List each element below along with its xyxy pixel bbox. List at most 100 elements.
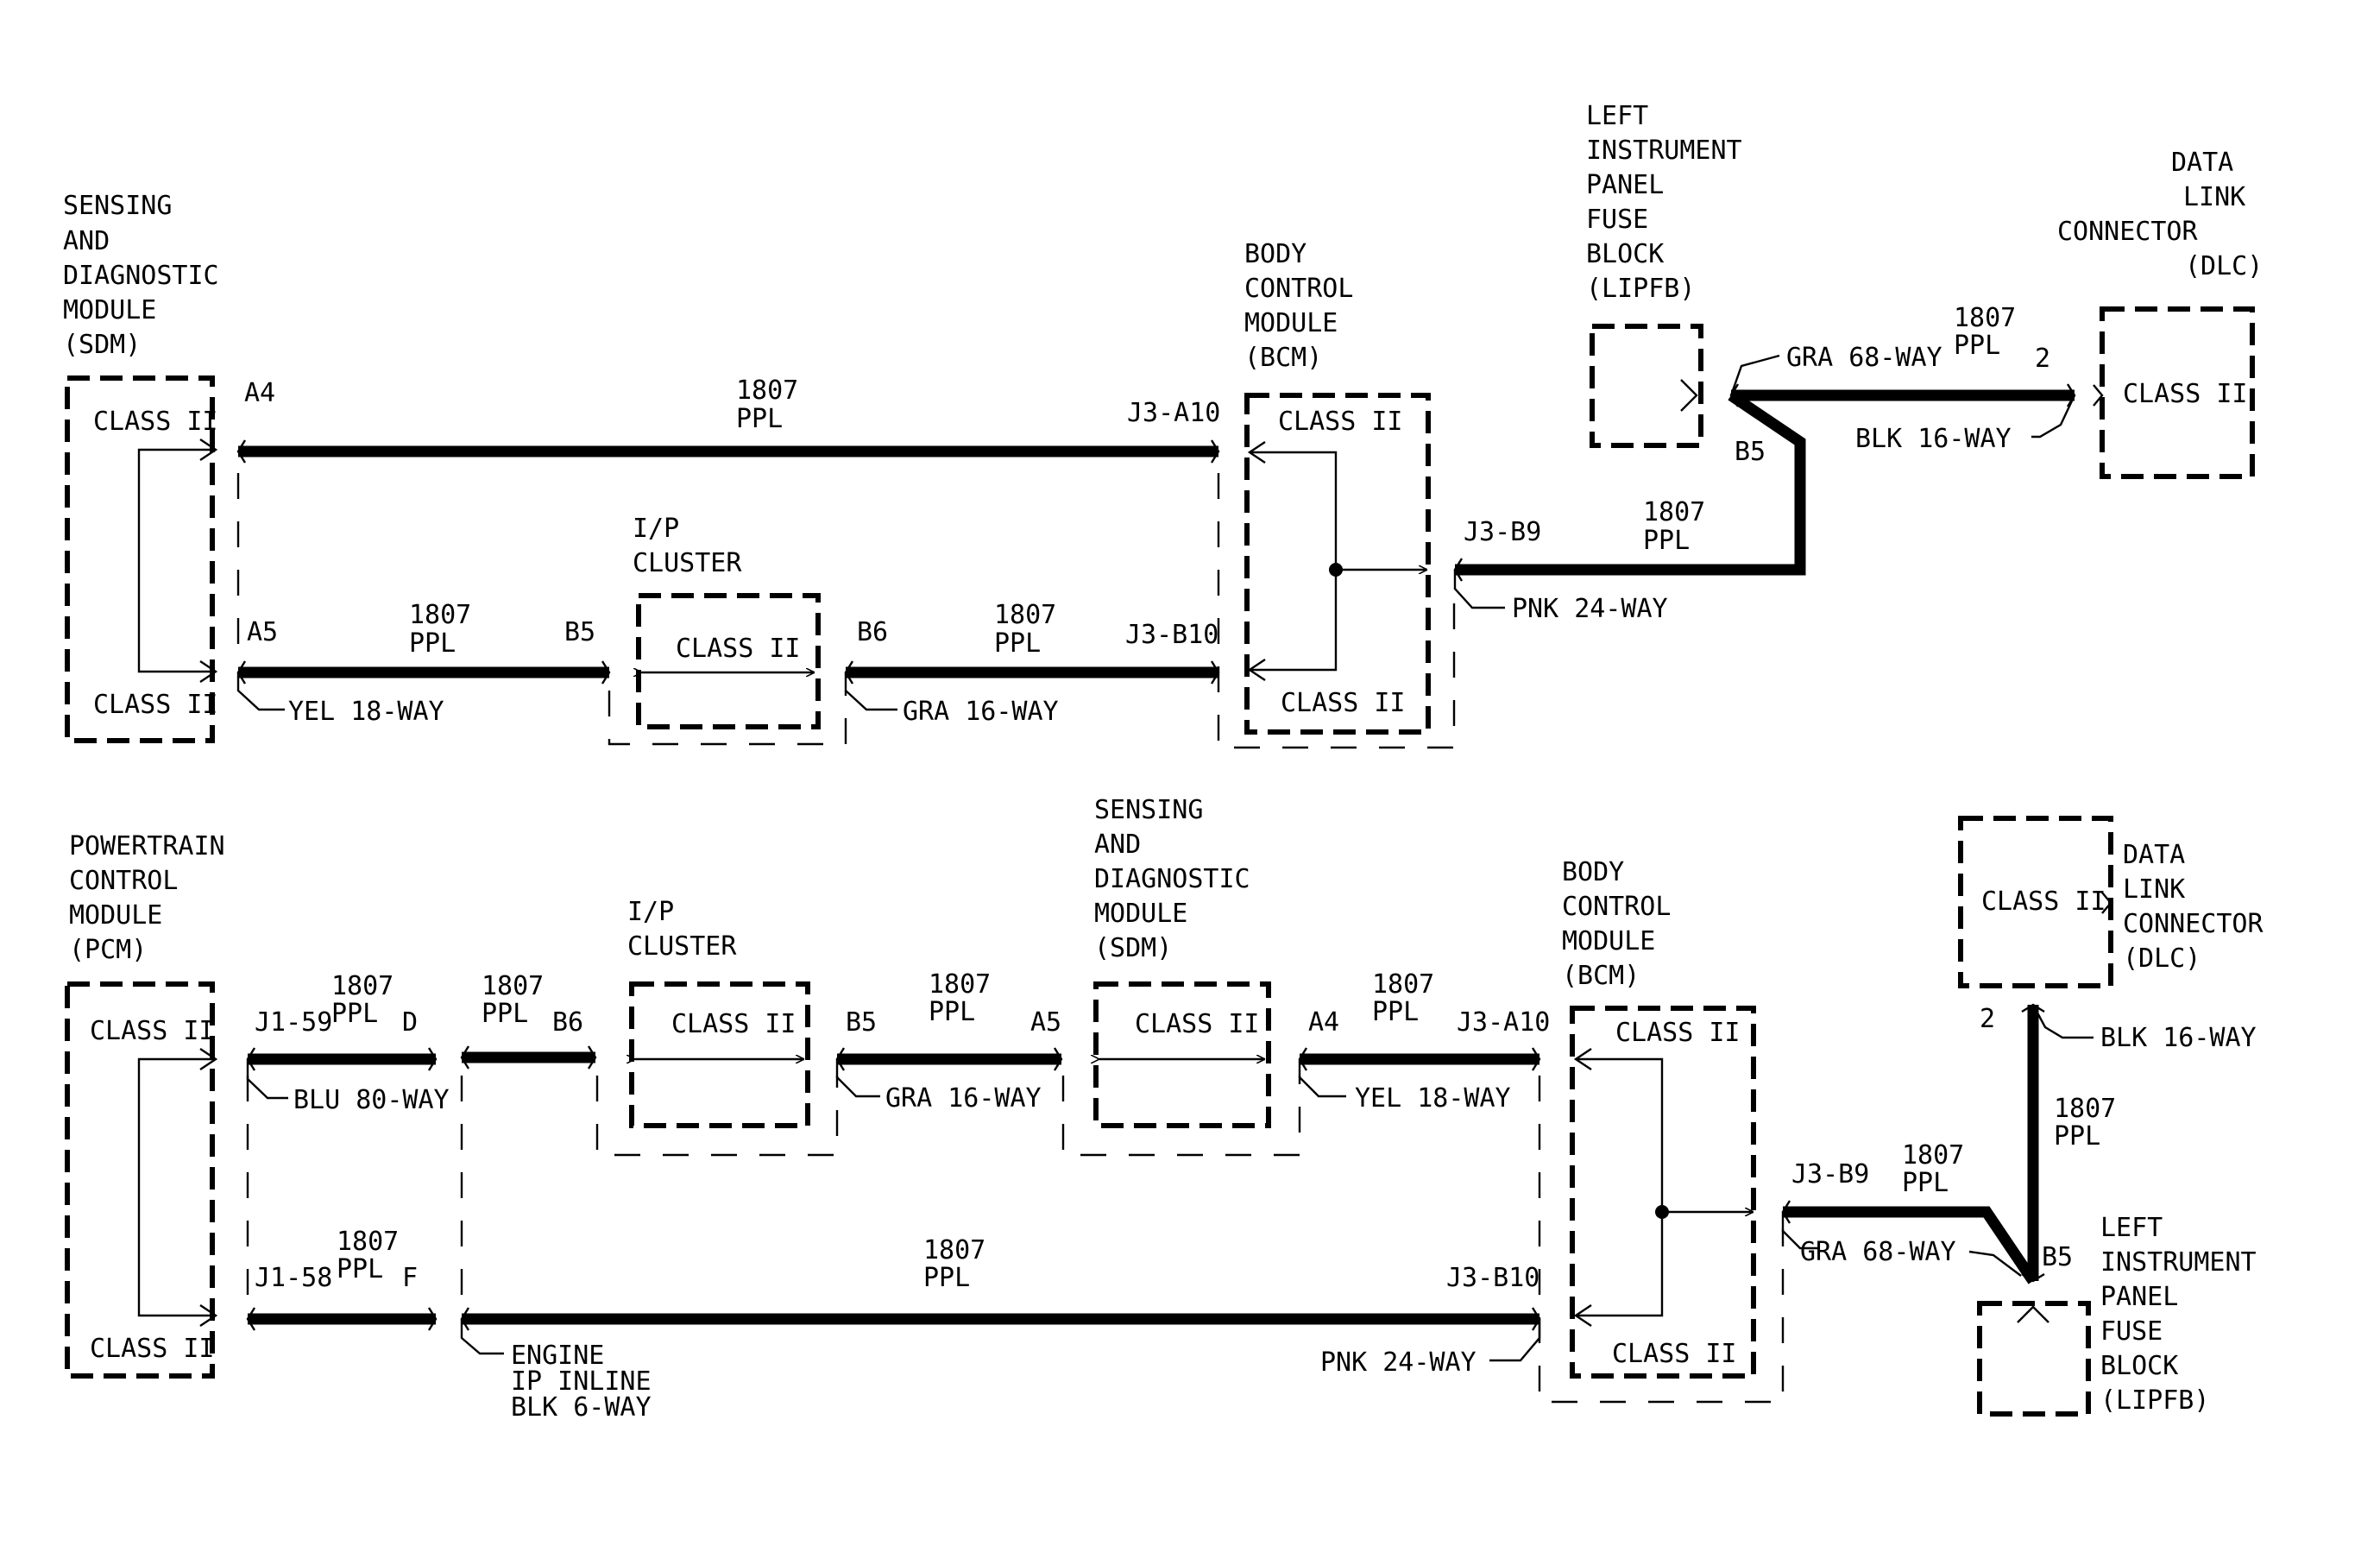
top-sdm-internal-bus [137, 448, 216, 673]
svg-text:POWERTRAIN: POWERTRAIN [69, 831, 225, 861]
svg-text:(SDM): (SDM) [63, 330, 141, 360]
bottom-connector-inline: ENGINE IP INLINE BLK 6-WAY [511, 1341, 652, 1423]
bottom-wire-pcm-inline-lower-terminal-icons [246, 1307, 438, 1331]
top-ip-cluster-class: CLASS II [676, 634, 801, 664]
bottom-dlc-title: DATA LINK CONNECTOR (DLC) [2123, 840, 2264, 974]
top-sdm-arrow-icons [199, 439, 218, 683]
top-connector-blk16: BLK 16-WAY [1855, 424, 2012, 454]
top-ip-cluster-title: I/P CLUSTER [633, 514, 742, 578]
svg-text:BLOCK: BLOCK [2100, 1351, 2178, 1381]
bottom-connector-gra16: GRA 16-WAY [885, 1083, 1042, 1114]
svg-text:(PCM): (PCM) [69, 935, 147, 965]
top-circuit-color-sdm-ip: PPL [409, 628, 456, 659]
bottom-pcm-arrow-icons [199, 1048, 218, 1327]
bottom-pcm-title: POWERTRAIN CONTROL MODULE (PCM) [69, 831, 225, 965]
bottom-circuit-color-bcm-lipfb: PPL [1902, 1168, 1949, 1198]
svg-text:MODULE: MODULE [1094, 899, 1187, 929]
top-circuit-number-sdm-bcm: 1807 [736, 375, 798, 406]
bottom-wire-inline-ip-terminal-icons [460, 1045, 597, 1070]
svg-text:BODY: BODY [1562, 857, 1624, 887]
bottom-pin-lipfb-b5: B5 [2042, 1242, 2073, 1272]
top-pin-a5: A5 [247, 617, 278, 647]
bottom-bcm-class-lower: CLASS II [1612, 1339, 1737, 1369]
svg-text:DIAGNOSTIC: DIAGNOSTIC [1094, 864, 1250, 894]
svg-text:MODULE: MODULE [1244, 308, 1338, 338]
bottom-lipfb-box [1977, 1301, 2091, 1417]
bottom-bcm-arrow-icons [1573, 1048, 1592, 1327]
top-connector-yel18: YEL 18-WAY [288, 697, 444, 727]
bottom-ip-cluster-module-box [629, 981, 810, 1128]
top-connector-gra68: GRA 68-WAY [1786, 343, 1942, 373]
svg-text:MODULE: MODULE [69, 900, 162, 931]
top-wire-bcm-lipfb [1455, 390, 1806, 576]
bottom-circuit-number-inline-ip: 1807 [482, 971, 544, 1001]
bottom-leader-inline [460, 1319, 504, 1355]
top-circuit-color-bcm-lipfb: PPL [1643, 526, 1690, 556]
top-sdm-class-upper: CLASS II [93, 407, 218, 437]
bottom-ip-cluster-connector-ghost [595, 1076, 839, 1157]
bottom-pcm-class-lower: CLASS II [90, 1334, 215, 1364]
svg-text:CONTROL: CONTROL [69, 866, 178, 896]
bottom-connector-blk16: BLK 16-WAY [2100, 1023, 2257, 1053]
bottom-circuit-number-ip-sdm: 1807 [929, 969, 991, 1000]
svg-text:FUSE: FUSE [2100, 1316, 2163, 1347]
svg-text:CONTROL: CONTROL [1562, 892, 1671, 922]
bottom-wire-bcm-lipfb [1783, 1206, 2038, 1284]
bottom-bcm-module-box [1570, 1006, 1756, 1379]
svg-text:I/P: I/P [627, 897, 674, 927]
bottom-leader-blu80 [246, 1059, 288, 1100]
svg-text:(DLC): (DLC) [2185, 251, 2263, 281]
top-bcm-class-lower: CLASS II [1281, 688, 1406, 718]
top-pin-lipfb-b5: B5 [1735, 437, 1766, 467]
top-circuit-number-bcm-lipfb: 1807 [1643, 497, 1705, 527]
top-lipfb-terminal-icon [1680, 379, 1698, 412]
top-pin-a4: A4 [244, 378, 275, 408]
top-bcm-title: BODY CONTROL MODULE (BCM) [1244, 239, 1353, 373]
bottom-pin-b6: B6 [552, 1007, 583, 1038]
bottom-dlc-class: CLASS II [1981, 887, 2106, 917]
svg-text:MODULE: MODULE [63, 295, 156, 325]
bottom-leader-gra68 [1781, 1212, 1819, 1250]
bottom-circuit-number-pcm-inline-lower: 1807 [337, 1227, 399, 1257]
svg-text:INSTRUMENT: INSTRUMENT [2100, 1247, 2257, 1278]
bottom-pcm-class-upper: CLASS II [90, 1016, 215, 1046]
svg-text:DATA: DATA [2171, 148, 2233, 178]
bottom-lipfb-title: LEFT INSTRUMENT PANEL FUSE BLOCK (LIPFB) [2100, 1213, 2257, 1416]
svg-text:(DLC): (DLC) [2123, 943, 2201, 974]
bottom-leader-yel18 [1298, 1059, 1346, 1098]
bottom-bcm-connector-ghost [1538, 1076, 1785, 1404]
svg-text:PANEL: PANEL [1586, 170, 1664, 200]
top-circuit-color-sdm-bcm: PPL [736, 404, 783, 434]
svg-text:AND: AND [1094, 830, 1141, 860]
svg-text:LEFT: LEFT [1586, 101, 1648, 131]
bottom-pin-j3-a10: J3-A10 [1457, 1007, 1550, 1038]
bottom-circuit-number-inline-bcm: 1807 [923, 1235, 985, 1265]
top-sdm-class-lower: CLASS II [93, 690, 218, 720]
top-sdm-module-box [65, 375, 215, 743]
svg-text:ENGINE: ENGINE [511, 1341, 604, 1371]
svg-text:BODY: BODY [1244, 239, 1306, 269]
bottom-sdm-module-box [1093, 981, 1271, 1128]
top-circuit-color-ip-bcm: PPL [994, 628, 1041, 659]
bottom-sdm-title: SENSING AND DIAGNOSTIC MODULE (SDM) [1094, 795, 1250, 963]
top-dlc-title: DATA LINK CONNECTOR (DLC) [2057, 148, 2263, 281]
bottom-pin-j1-59: J1-59 [255, 1007, 332, 1038]
bottom-leader-blk16 [2031, 1004, 2094, 1039]
top-bcm-connector-ghost [1217, 473, 1456, 749]
bottom-bcm-internal-bus [1576, 1057, 1664, 1317]
bottom-pin-dlc-2: 2 [1980, 1004, 1995, 1034]
top-bcm-internal-bus [1250, 451, 1338, 672]
top-dlc-class: CLASS II [2123, 379, 2248, 409]
svg-text:(LIPFB): (LIPFB) [2100, 1385, 2209, 1416]
bottom-connector-yel18: YEL 18-WAY [1355, 1083, 1511, 1114]
top-dlc-terminal-icon [2093, 384, 2104, 407]
top-leader-gra16 [844, 672, 897, 711]
svg-text:DIAGNOSTIC: DIAGNOSTIC [63, 261, 219, 291]
top-bcm-arrow-icons [1247, 441, 1266, 681]
top-pin-b5: B5 [564, 617, 595, 647]
bottom-pcm-internal-bus [137, 1057, 216, 1317]
bottom-sdm-connector-ghost [1061, 1076, 1301, 1157]
bottom-pin-j3-b10: J3-B10 [1446, 1263, 1539, 1293]
svg-text:MODULE: MODULE [1562, 926, 1655, 956]
bottom-connector-gra68: GRA 68-WAY [1800, 1237, 1956, 1267]
